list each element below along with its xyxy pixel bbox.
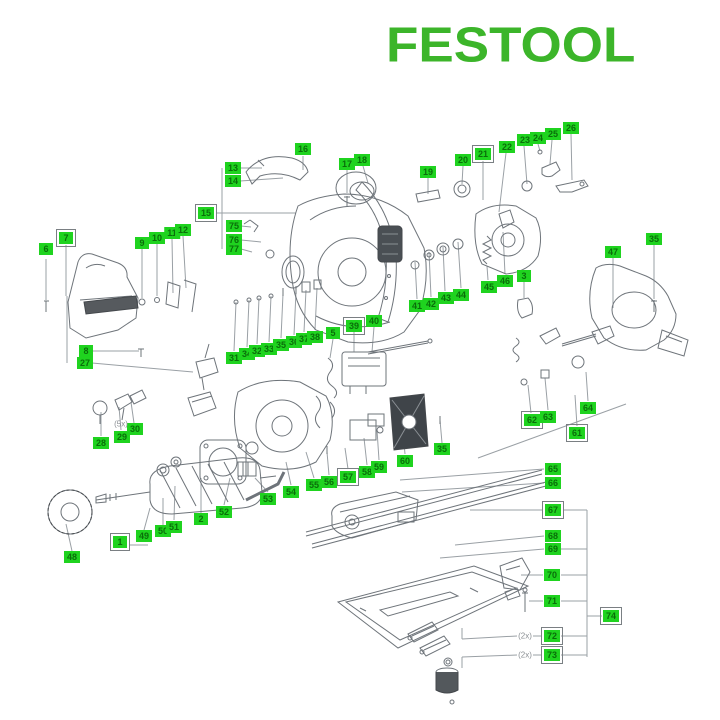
part-label-56: 56 bbox=[320, 476, 338, 488]
part-label-6: 6 bbox=[39, 243, 53, 255]
part-label-13: 13 bbox=[224, 162, 242, 174]
part-label-54: 54 bbox=[282, 486, 300, 498]
part-label-66: 66 bbox=[544, 477, 562, 489]
part-label-26: 26 bbox=[562, 122, 580, 134]
part-label-43: 43 bbox=[437, 292, 455, 304]
main-housing-sketch bbox=[243, 193, 427, 344]
part-label-3: 3 bbox=[517, 270, 531, 282]
part-label-28: 28 bbox=[92, 437, 110, 449]
part-label-73: 73 bbox=[540, 646, 564, 664]
part-label-60: 60 bbox=[396, 455, 414, 467]
rear-handle-sketch bbox=[589, 263, 689, 357]
part-label-64: 64 bbox=[579, 402, 597, 414]
part-label-49: 49 bbox=[135, 530, 153, 542]
part-label-59: 59 bbox=[370, 461, 388, 473]
part-label-45: 45 bbox=[480, 281, 498, 293]
part-label-22: 22 bbox=[498, 141, 516, 153]
quantity-note: (2x) bbox=[518, 650, 532, 660]
middle-small-parts-sketch bbox=[233, 279, 433, 399]
part-label-35: 35 bbox=[433, 443, 451, 455]
part-label-31: 31 bbox=[225, 352, 243, 364]
leader-lines bbox=[45, 133, 655, 668]
part-label-65: 65 bbox=[544, 463, 562, 475]
part-label-5: 5 bbox=[326, 327, 340, 339]
part-label-10: 10 bbox=[148, 232, 166, 244]
part-label-71: 71 bbox=[543, 595, 561, 607]
part-label-48: 48 bbox=[63, 551, 81, 563]
part-label-40: 40 bbox=[365, 315, 383, 327]
part-label-52: 52 bbox=[215, 506, 233, 518]
part-label-9: 9 bbox=[135, 237, 149, 249]
part-label-70: 70 bbox=[543, 569, 561, 581]
part-label-30: 30 bbox=[126, 423, 144, 435]
part-label-38: 38 bbox=[306, 331, 324, 343]
part-label-19: 19 bbox=[419, 166, 437, 178]
part-label-23: 23 bbox=[516, 134, 534, 146]
carriage-sketch bbox=[331, 491, 419, 539]
part-label-68: 68 bbox=[544, 530, 562, 542]
festool-logo: FESTOOL bbox=[386, 18, 636, 73]
part-label-51: 51 bbox=[165, 521, 183, 533]
part-label-75: 75 bbox=[225, 220, 243, 232]
part-label-47: 47 bbox=[604, 246, 622, 258]
part-label-35: 35 bbox=[272, 339, 290, 351]
part-label-67: 67 bbox=[541, 501, 565, 519]
part-label-29: 29 bbox=[113, 431, 131, 443]
part-label-61: 61 bbox=[565, 424, 589, 442]
part-label-74: 74 bbox=[599, 607, 623, 625]
part-label-46: 46 bbox=[496, 275, 514, 287]
part-label-8: 8 bbox=[79, 345, 93, 357]
motor-mount-sketch bbox=[234, 379, 441, 470]
carbon-brushes-sketch bbox=[407, 621, 459, 705]
part-label-77: 77 bbox=[225, 243, 243, 255]
part-label-55: 55 bbox=[305, 479, 323, 491]
part-label-1: 1 bbox=[110, 533, 130, 551]
part-label-27: 27 bbox=[76, 357, 94, 369]
part-label-17: 17 bbox=[338, 158, 356, 170]
part-label-57: 57 bbox=[336, 468, 360, 486]
gearbox-spindle-sketch bbox=[410, 149, 589, 319]
part-label-39: 39 bbox=[342, 317, 366, 335]
part-label-12: 12 bbox=[174, 224, 192, 236]
part-label-14: 14 bbox=[224, 175, 242, 187]
part-label-53: 53 bbox=[259, 493, 277, 505]
part-label-35: 35 bbox=[645, 233, 663, 245]
part-label-7: 7 bbox=[56, 229, 76, 247]
part-label-69: 69 bbox=[544, 543, 562, 555]
part-label-72: 72 bbox=[540, 627, 564, 645]
part-label-62: 62 bbox=[520, 411, 544, 429]
part-label-44: 44 bbox=[452, 289, 470, 301]
quantity-note: (5x) bbox=[114, 419, 128, 429]
saw-body-left-sketch bbox=[67, 253, 139, 339]
part-label-63: 63 bbox=[539, 411, 557, 423]
part-label-24: 24 bbox=[529, 132, 547, 144]
armature-sketch bbox=[47, 439, 286, 535]
top-cover-sketch bbox=[245, 156, 309, 185]
small-parts-left-sketch bbox=[44, 279, 219, 424]
part-label-18: 18 bbox=[353, 154, 371, 166]
part-label-25: 25 bbox=[544, 128, 562, 140]
part-label-21: 21 bbox=[471, 145, 495, 163]
levers-springs-right-sketch bbox=[512, 325, 615, 386]
guide-rods-sketch bbox=[305, 469, 547, 549]
bevel-bracket-sketch bbox=[499, 557, 531, 612]
quantity-note: (2x) bbox=[518, 631, 532, 641]
part-label-42: 42 bbox=[422, 298, 440, 310]
part-label-2: 2 bbox=[194, 513, 208, 525]
part-label-15: 15 bbox=[194, 204, 218, 222]
part-label-41: 41 bbox=[408, 300, 426, 312]
part-label-20: 20 bbox=[454, 154, 472, 166]
part-label-16: 16 bbox=[294, 143, 312, 155]
